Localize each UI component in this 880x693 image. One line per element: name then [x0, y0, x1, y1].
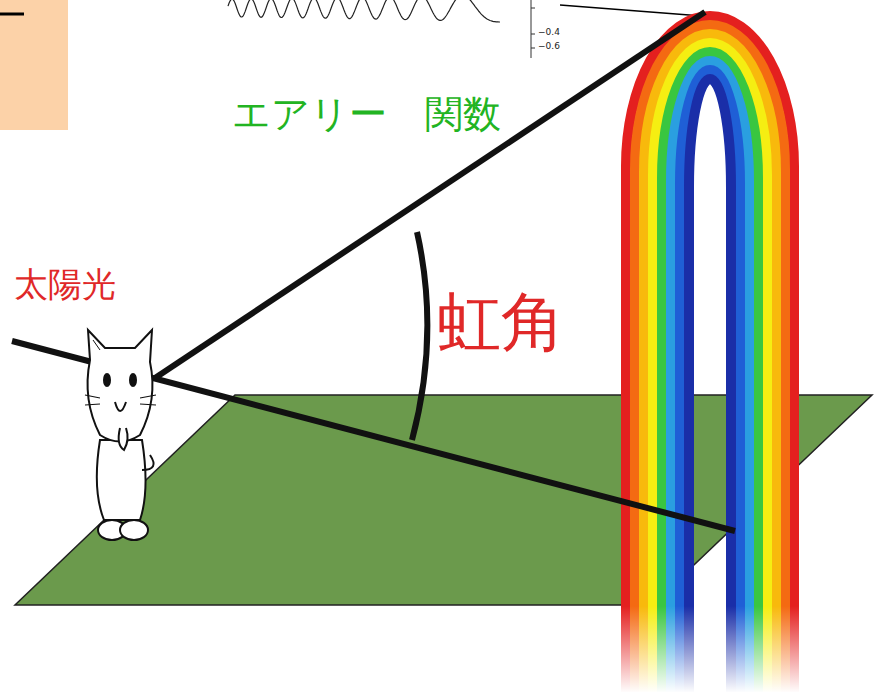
sunlight-label: 太陽光 — [14, 266, 116, 303]
underline — [0, 13, 24, 16]
reflection-fade — [600, 606, 820, 693]
title-box — [0, 0, 68, 130]
leader-line — [560, 5, 702, 16]
axis-tick — [531, 8, 535, 9]
rainbow-band — [662, 52, 758, 692]
rainbow-band — [689, 79, 731, 692]
rainbow-band — [644, 34, 776, 692]
airy-curve — [228, 0, 500, 22]
plot-axis — [531, 0, 532, 58]
cat-figure — [85, 330, 156, 540]
rainbow-band — [635, 25, 785, 692]
axis-tick — [531, 48, 535, 49]
rainbow-band — [626, 16, 794, 692]
rainbow — [626, 16, 794, 692]
rainbow-band — [680, 70, 740, 692]
function-label: エアリー 関数 — [232, 94, 501, 136]
angle-label: 虹角 — [437, 287, 565, 357]
angle-arc — [412, 232, 427, 440]
rainbow-band — [653, 43, 767, 692]
axis-value: −0.4 — [538, 28, 560, 38]
rainbow-band — [671, 61, 749, 692]
axis-value: −0.6 — [538, 42, 560, 52]
axis-tick — [531, 34, 535, 35]
